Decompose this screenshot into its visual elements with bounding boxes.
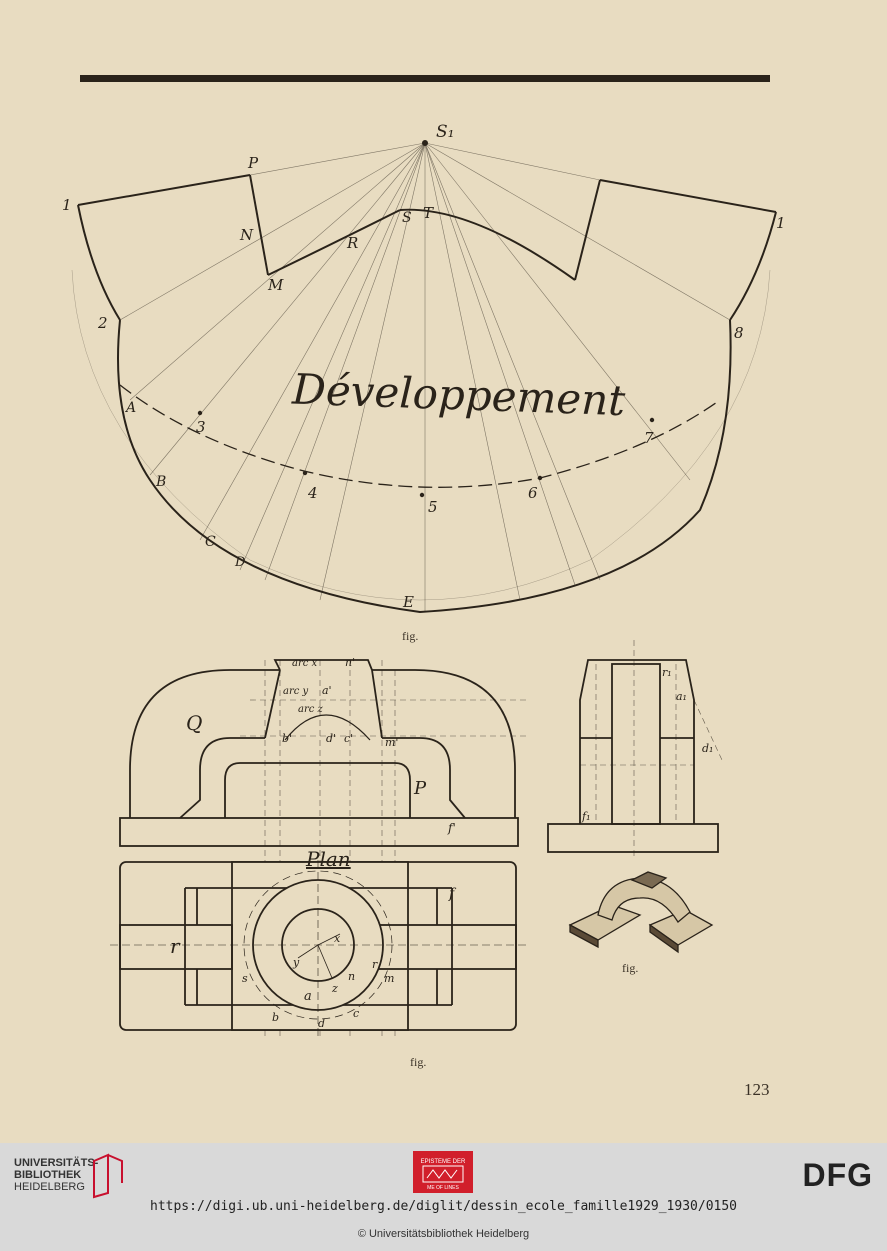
label-f: f [448, 886, 457, 902]
viewer-footer: UNIVERSITÄTS- BIBLIOTHEK HEIDELBERG EPIS… [0, 1143, 887, 1251]
fig-caption-top: fig. [402, 629, 418, 643]
label-arc-x: arc x [292, 658, 318, 669]
label-p: P [247, 154, 259, 172]
label-s-plan: s [242, 972, 248, 985]
ub-line-3: HEIDELBERG [14, 1181, 85, 1193]
front-elevation [119, 659, 530, 1040]
page-url[interactable]: https://digi.ub.uni-heidelberg.de/diglit… [150, 1199, 737, 1214]
label-b: B [155, 474, 166, 490]
label-c: C [205, 534, 216, 550]
label-d-prime: d' [326, 732, 336, 745]
label-a1: a₁ [676, 690, 687, 703]
badge-line-1: EPISTEME DER [421, 1159, 466, 1165]
label-1-right: 1 [776, 214, 786, 232]
label-1-left: 1 [62, 196, 72, 214]
scanned-page: S₁ P N M R S T 1 1 2 3 4 5 6 7 8 A B C D… [0, 0, 887, 1143]
label-arc-z: arc z [298, 704, 324, 715]
label-y: y [292, 956, 300, 969]
label-5: 5 [428, 498, 438, 516]
perspective-sketch [568, 871, 714, 954]
label-f-prime: f' [447, 821, 456, 835]
label-4: 4 [307, 484, 318, 502]
ub-book-icon [93, 1153, 123, 1199]
fig-caption-side: fig. [622, 961, 638, 975]
episteme-badge-icon: EPISTEME DER ME OF LINES [421, 1159, 466, 1191]
label-m: M [267, 276, 284, 294]
label-m-plan: m [384, 972, 394, 985]
label-m-prime: m' [385, 736, 398, 749]
label-c-prime: c' [344, 732, 353, 745]
plan-view [110, 860, 530, 1040]
label-t: T [423, 204, 434, 222]
label-arc-y: arc y [283, 686, 309, 697]
label-s: S [402, 210, 412, 226]
development-labels: S₁ P N M R S T 1 1 2 3 4 5 6 7 8 A B C D… [62, 122, 786, 643]
label-a-plan: a [304, 989, 312, 1004]
label-s1: S₁ [436, 122, 454, 142]
label-e: E [402, 593, 414, 611]
label-8: 8 [734, 324, 744, 342]
top-rule [80, 75, 770, 82]
label-r: R [346, 234, 358, 252]
label-b-plan: b [272, 1011, 279, 1024]
label-3: 3 [196, 418, 206, 436]
plan-title: Plan [305, 847, 351, 871]
label-6: 6 [528, 484, 538, 502]
label-r-small: r [372, 958, 378, 971]
label-x: x [334, 932, 341, 945]
label-n: N [239, 226, 254, 244]
label-d1: d₁ [702, 742, 713, 755]
label-n-plan: n [348, 970, 355, 983]
copyright-notice: © Universitätsbibliothek Heidelberg [357, 1228, 530, 1240]
label-z: z [331, 982, 338, 995]
label-d-plan: d [318, 1017, 325, 1030]
development-title: Développement [290, 365, 626, 426]
label-n-prime: n' [345, 656, 355, 669]
label-f1: f₁ [581, 810, 590, 823]
development-figure [71, 140, 777, 614]
label-r-plan: r [170, 934, 181, 958]
plan-labels: arc x n' arc y a' arc z b' d' c' m' Q P … [170, 656, 457, 1069]
label-b-prime: b' [282, 732, 292, 745]
badge-line-2: ME OF LINES [427, 1185, 459, 1191]
technical-drawing: S₁ P N M R S T 1 1 2 3 4 5 6 7 8 A B C D… [62, 75, 786, 1099]
side-labels: r₁ a₁ d₁ f₁ [581, 666, 713, 823]
label-d: D [234, 555, 246, 570]
ub-line-2: BIBLIOTHEK [14, 1169, 82, 1181]
label-q: Q [186, 711, 202, 735]
label-p-elev: P [413, 778, 427, 799]
side-elevation [547, 640, 723, 860]
episteme-badge[interactable]: EPISTEME DER ME OF LINES [413, 1151, 473, 1193]
ub-line-1: UNIVERSITÄTS- [14, 1157, 99, 1169]
label-r1: r₁ [662, 666, 672, 679]
label-7: 7 [644, 429, 654, 447]
label-a-prime: a' [322, 684, 332, 697]
ub-heidelberg-logo[interactable]: UNIVERSITÄTS- BIBLIOTHEK HEIDELBERG [14, 1157, 98, 1193]
fig-caption-plan: fig. [410, 1055, 426, 1069]
label-c-plan: c [353, 1007, 359, 1020]
dfg-logo[interactable]: DFG [802, 1157, 873, 1193]
page-number: 123 [744, 1080, 770, 1099]
label-a: A [124, 400, 136, 416]
label-2: 2 [97, 314, 108, 332]
